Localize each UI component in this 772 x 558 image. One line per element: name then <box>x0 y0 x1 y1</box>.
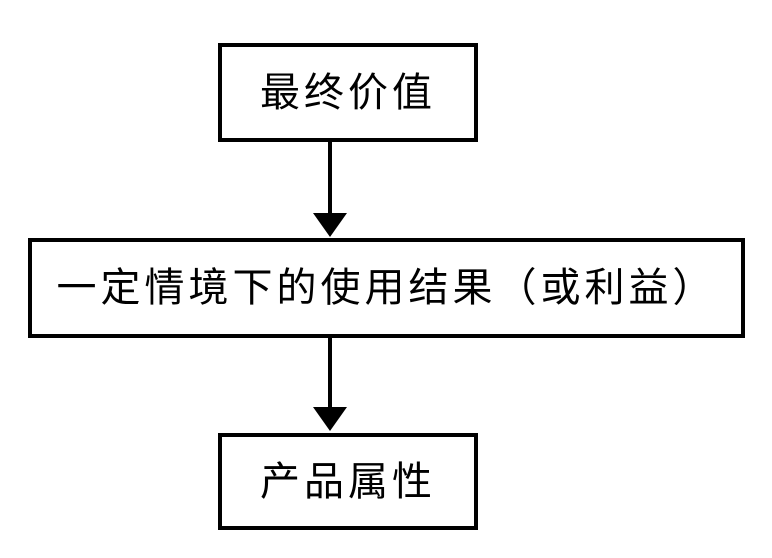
arrow-down-2-head-icon <box>313 407 347 431</box>
node-end-value-label: 最终价值 <box>260 69 436 116</box>
arrow-down-1-head-icon <box>313 213 347 237</box>
node-usage-outcome: 一定情境下的使用结果（或利益） <box>28 238 745 338</box>
node-usage-outcome-label: 一定情境下的使用结果（或利益） <box>56 265 717 311</box>
arrow-down-2-stem <box>328 337 332 409</box>
arrow-down-1-stem <box>328 142 332 215</box>
node-product-attributes-label: 产品属性 <box>260 458 436 505</box>
node-product-attributes: 产品属性 <box>218 433 478 530</box>
node-end-value: 最终价值 <box>218 43 478 142</box>
